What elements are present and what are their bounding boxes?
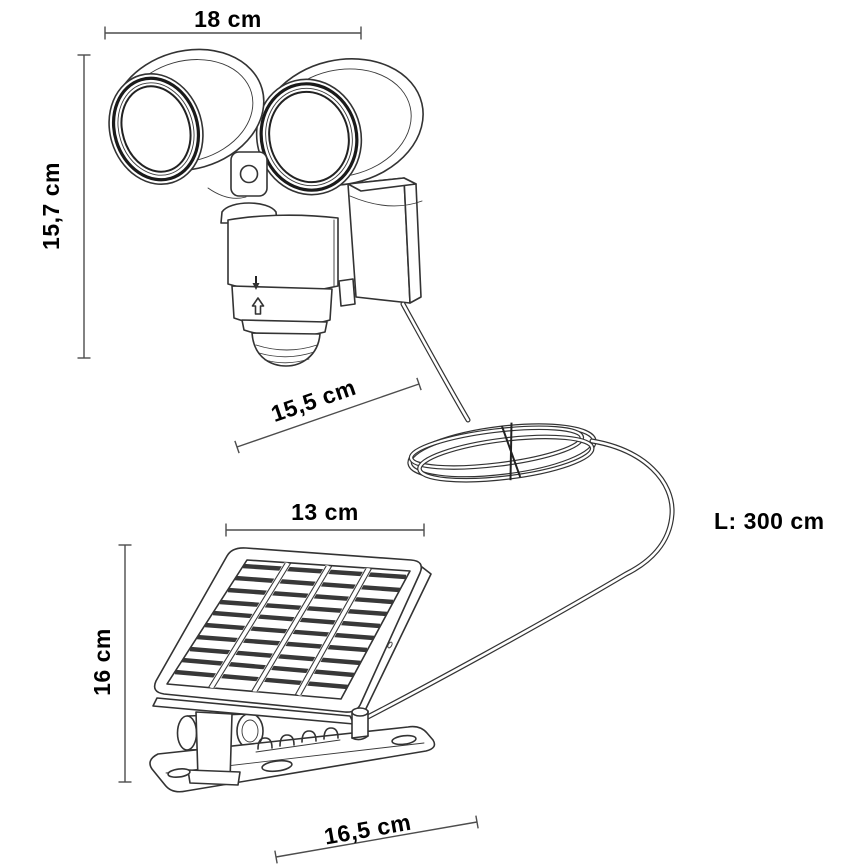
sensor-dome (251, 332, 321, 367)
dim-label-cable-length: L: 300 cm (714, 508, 825, 534)
wall-bracket (338, 177, 422, 307)
dim-lamp-depth-line (234, 377, 422, 454)
sensor-body (227, 214, 339, 367)
cable-connector-peg (351, 707, 369, 741)
bracket-foot (338, 278, 356, 307)
cable-tie (500, 422, 522, 481)
cable-coil (407, 422, 597, 483)
dim-label-panel-width: 13 cm (291, 499, 359, 525)
dimension-lines (77, 26, 479, 864)
pivot-screw (239, 164, 259, 184)
dim-label-panel-base-depth: 16,5 cm (322, 809, 413, 850)
ratchet-hooks (255, 727, 341, 753)
dim-panel-height-line (118, 544, 132, 783)
dim-lamp-height-line (77, 54, 91, 359)
dim-label-panel-height: 16 cm (89, 628, 115, 696)
lamp-illustration (108, 48, 424, 367)
cable-illustration (355, 301, 675, 725)
alignment-arrow-down (252, 276, 260, 290)
dimension-labels: 18 cm 15,7 cm 15,5 cm 13 cm 16 cm 16,5 c… (38, 6, 825, 850)
dim-label-lamp-height: 15,7 cm (38, 162, 64, 250)
lamp-head-right (255, 58, 424, 207)
dim-panel-width-line (225, 523, 425, 537)
dim-panel-base-depth-line (274, 815, 479, 864)
lamp-head-left (108, 48, 265, 199)
solar-cell-grid (174, 561, 407, 697)
lamp-head-right-bezel (255, 78, 363, 196)
dim-label-lamp-depth: 15,5 cm (268, 374, 360, 427)
lamp-head-left-bezel (108, 72, 204, 186)
dim-lamp-width-line (104, 26, 362, 40)
dim-label-lamp-width: 18 cm (194, 6, 262, 32)
solar-panel-illustration (149, 547, 436, 793)
alignment-arrow-up (251, 297, 265, 315)
base-plate-slots (167, 734, 417, 778)
solar-panel-inner-border (166, 559, 411, 700)
body-upper (227, 214, 339, 293)
